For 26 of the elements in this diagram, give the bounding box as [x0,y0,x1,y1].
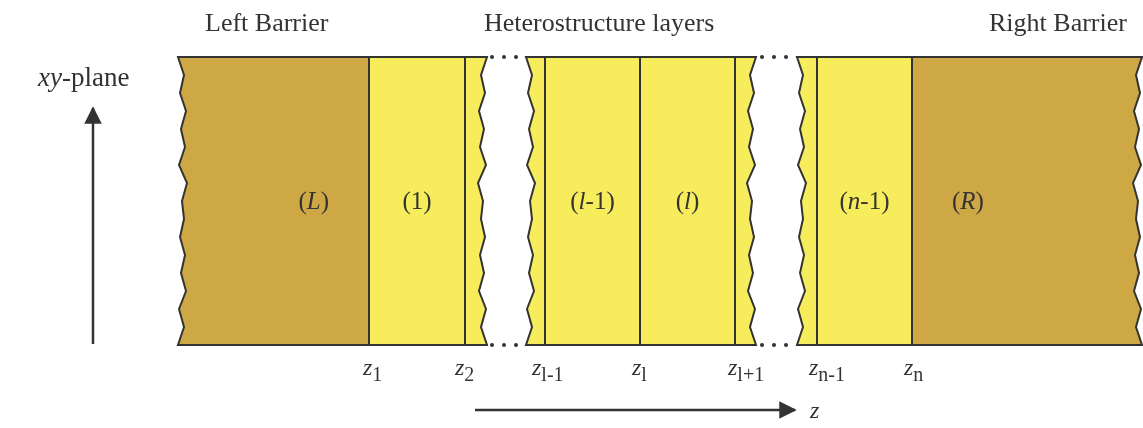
layer-label: (1) [402,187,432,215]
interface-label: z$_{n}$ [904,355,924,384]
layer [465,57,487,345]
heading: Heterostructure layers [484,10,715,36]
layer [178,57,369,345]
layer-label: (l) [675,187,700,215]
layer [545,57,640,345]
layer-label: (n-1) [839,187,890,215]
interface-label: z$_{l}$ [632,355,647,384]
interface-label: z$_{2}$ [455,355,475,384]
layer-label: (R) [952,187,984,215]
axis-label: z [810,398,820,422]
layer-label: (L) [298,187,329,215]
layer-label: (l-1) [570,187,615,215]
interface-label: z$_{n-1}$ [809,355,845,384]
layer [912,57,1142,345]
axis-label: xy-plane [38,64,130,91]
interface-label: z$_{l+1}$ [728,355,765,384]
heading: Right Barrier [989,10,1127,36]
layer [369,57,465,345]
interface-label: z$_{1}$ [363,355,383,384]
interface-label: z$_{l-1}$ [532,355,564,384]
layer [735,57,756,345]
heading: Left Barrier [205,10,329,36]
layer [640,57,735,345]
layer [817,57,912,345]
